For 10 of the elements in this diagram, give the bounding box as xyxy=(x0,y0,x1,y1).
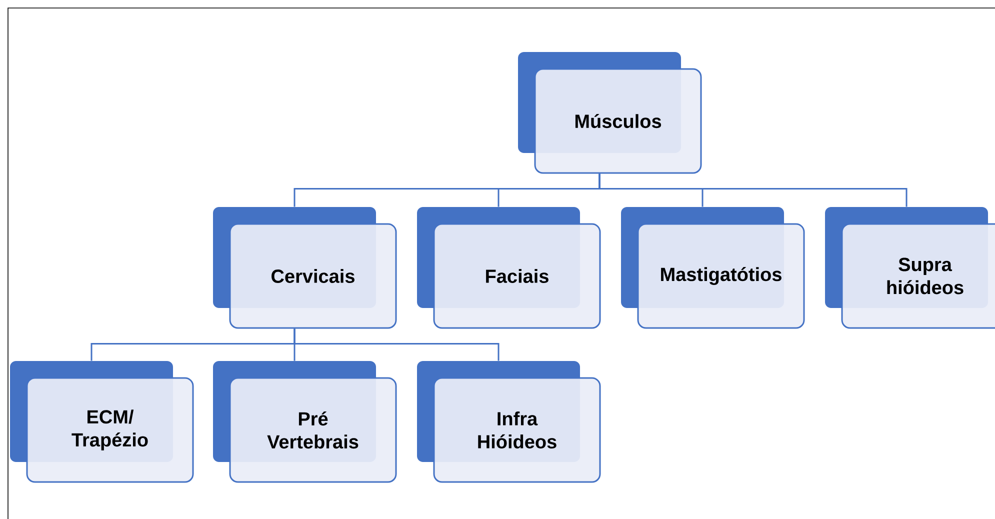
org-chart-box: Músculos xyxy=(518,52,702,174)
org-chart-box: Cervicais xyxy=(213,207,397,329)
connector-line xyxy=(294,328,500,361)
org-chart-box: Pré Vertebrais xyxy=(213,361,397,483)
org-chart-box: Infra Hióideos xyxy=(417,361,601,483)
org-chart-box: Supra hióideos xyxy=(825,207,995,329)
org-chart-box: Faciais xyxy=(417,207,601,329)
org-chart-box: ECM/ Trapézio xyxy=(10,361,194,483)
connector-line xyxy=(598,174,908,207)
org-chart-box: Mastigatótios xyxy=(621,207,805,329)
